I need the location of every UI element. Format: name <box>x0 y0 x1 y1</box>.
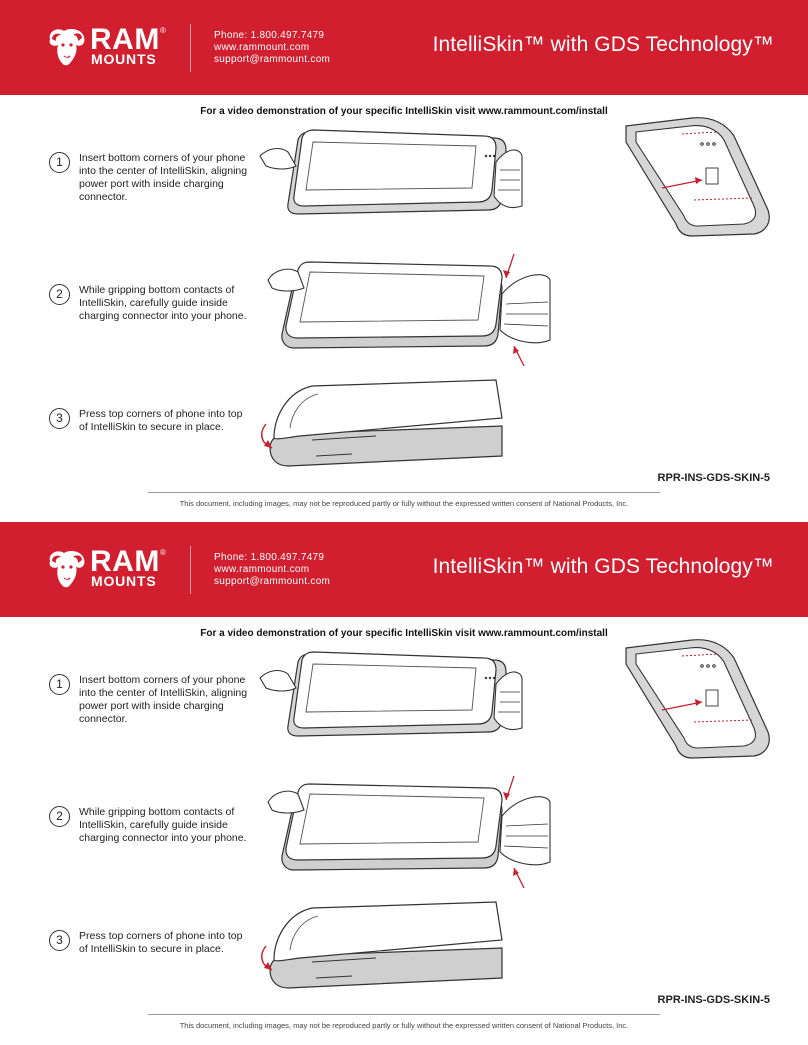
header-banner: RAM ® MOUNTS ® Phone: 1.800.497.7479 www… <box>0 522 808 617</box>
registered-mark-small: ® <box>64 57 69 63</box>
footer-rule <box>148 492 660 493</box>
copyright-footnote: This document, including images, may not… <box>179 499 629 508</box>
step-number: 3 <box>49 930 70 951</box>
step-3-illustration <box>261 379 503 467</box>
header-divider <box>190 546 191 594</box>
copyright-footnote: This document, including images, may not… <box>179 1021 629 1030</box>
ram-mounts-logo: RAM ® MOUNTS ® <box>44 547 184 591</box>
website-link[interactable]: www.rammount.com <box>214 42 310 53</box>
phone-text: Phone: 1.800.497.7479 <box>214 30 325 41</box>
contact-info: Phone: 1.800.497.7479 www.rammount.com s… <box>214 30 330 66</box>
step-3-illustration <box>261 901 503 989</box>
product-title: IntelliSkin™ with GDS Technology™ <box>432 555 774 578</box>
website-link[interactable]: www.rammount.com <box>214 564 310 575</box>
charging-connector-detail <box>625 117 770 237</box>
registered-mark: ® <box>160 548 166 557</box>
brand-line-2: MOUNTS <box>91 51 157 67</box>
step-1-illustration <box>259 129 523 215</box>
document-code: RPR-INS-GDS-SKIN-5 <box>657 472 770 484</box>
step-2-illustration <box>267 253 551 367</box>
phone-text: Phone: 1.800.497.7479 <box>214 552 325 563</box>
step-text: Insert bottom corners of your phone into… <box>79 674 248 725</box>
step-number: 1 <box>49 152 70 173</box>
step-1-illustration <box>259 651 523 737</box>
email-link[interactable]: support@rammount.com <box>214 576 331 587</box>
registered-mark: ® <box>160 26 166 35</box>
contact-info: Phone: 1.800.497.7479 www.rammount.com s… <box>214 552 330 588</box>
header-divider <box>190 24 191 72</box>
step-number: 1 <box>49 674 70 695</box>
charging-connector-detail <box>625 639 770 759</box>
step-text: While gripping bottom contacts of Intell… <box>79 806 247 844</box>
instruction-sheet: RAM ® MOUNTS ® Phone: 1.800.497.7479 www… <box>0 0 808 522</box>
step-text: While gripping bottom contacts of Intell… <box>79 284 247 322</box>
instruction-sheet: RAM ® MOUNTS ® Phone: 1.800.497.7479 www… <box>0 522 808 1044</box>
brand-line-2: MOUNTS <box>91 573 157 589</box>
step-number: 3 <box>49 408 70 429</box>
step-text: Insert bottom corners of your phone into… <box>79 152 248 203</box>
brand-line-1: RAM <box>90 545 160 578</box>
ram-head-icon <box>49 551 85 588</box>
brand-line-1: RAM <box>90 23 160 56</box>
step-text: Press top corners of phone into top of I… <box>79 408 243 433</box>
header-banner: RAM ® MOUNTS ® Phone: 1.800.497.7479 www… <box>0 0 808 95</box>
step-2-illustration <box>267 775 551 889</box>
step-number: 2 <box>49 284 70 305</box>
video-demo-note: For a video demonstration of your specif… <box>200 106 608 117</box>
video-demo-note: For a video demonstration of your specif… <box>200 628 608 639</box>
document-code: RPR-INS-GDS-SKIN-5 <box>657 994 770 1006</box>
ram-head-icon <box>49 29 85 66</box>
ram-mounts-logo: RAM ® MOUNTS ® <box>44 25 184 69</box>
step-number: 2 <box>49 806 70 827</box>
step-text: Press top corners of phone into top of I… <box>79 930 243 955</box>
footer-rule <box>148 1014 660 1015</box>
email-link[interactable]: support@rammount.com <box>214 54 331 65</box>
product-title: IntelliSkin™ with GDS Technology™ <box>432 33 774 56</box>
registered-mark-small: ® <box>64 579 69 585</box>
